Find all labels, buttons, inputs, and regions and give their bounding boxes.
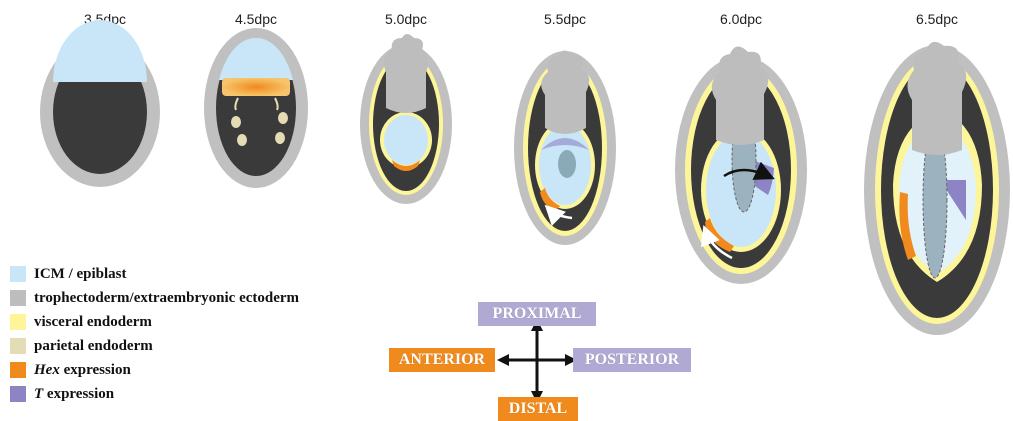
- legend-label-hex-expression: Hex expression: [34, 362, 131, 379]
- axis-label-proximal: PROXIMAL: [478, 302, 596, 326]
- legend-suffix-t: expression: [47, 386, 114, 402]
- legend-label-trophectoderm: trophectoderm/extraembryonic ectoderm: [34, 290, 299, 307]
- stage-label-6-5dpc: 6.5dpc: [916, 11, 958, 27]
- embryo-4-5dpc: [204, 28, 308, 188]
- legend-item-hex-expression: Hex expression: [10, 358, 390, 382]
- stage-label-5-0dpc: 5.0dpc: [385, 11, 427, 27]
- axis-label-distal: DISTAL: [498, 397, 578, 421]
- legend-item-trophectoderm: trophectoderm/extraembryonic ectoderm: [10, 286, 390, 310]
- stage-label-5-5dpc: 5.5dpc: [544, 11, 586, 27]
- axis-label-posterior: POSTERIOR: [573, 348, 691, 372]
- legend-label-visceral-endoderm: visceral endoderm: [34, 314, 152, 331]
- legend-gene-t: T: [34, 386, 43, 402]
- legend-item-t-expression: T expression: [10, 382, 390, 406]
- legend-gene-hex: Hex: [34, 362, 60, 378]
- stage-label-4-5dpc: 4.5dpc: [235, 11, 277, 27]
- legend-swatch-trophectoderm: [10, 290, 26, 306]
- legend-item-icm-epiblast: ICM / epiblast: [10, 262, 390, 286]
- axes-cross: [497, 319, 577, 403]
- embryo-3-5dpc: [40, 20, 160, 187]
- legend-swatch-hex-expression: [10, 362, 26, 378]
- axis-label-anterior: ANTERIOR: [389, 348, 495, 372]
- legend-swatch-visceral-endoderm: [10, 314, 26, 330]
- legend-suffix-hex: expression: [64, 362, 131, 378]
- legend-item-visceral-endoderm: visceral endoderm: [10, 310, 390, 334]
- embryo-6-5dpc: [864, 42, 1010, 335]
- legend: ICM / epiblast trophectoderm/extraembryo…: [10, 262, 390, 406]
- legend-swatch-parietal-endoderm: [10, 338, 26, 354]
- legend-label-t-expression: T expression: [34, 386, 114, 403]
- embryo-5-5dpc: [514, 50, 616, 245]
- legend-swatch-t-expression: [10, 386, 26, 402]
- stage-label-6-0dpc: 6.0dpc: [720, 11, 762, 27]
- legend-item-parietal-endoderm: parietal endoderm: [10, 334, 390, 358]
- legend-label-parietal-endoderm: parietal endoderm: [34, 338, 153, 355]
- legend-swatch-icm-epiblast: [10, 266, 26, 282]
- embryo-5-0dpc: [360, 34, 452, 204]
- embryo-6-0dpc: [675, 46, 807, 284]
- legend-label-icm-epiblast: ICM / epiblast: [34, 266, 127, 283]
